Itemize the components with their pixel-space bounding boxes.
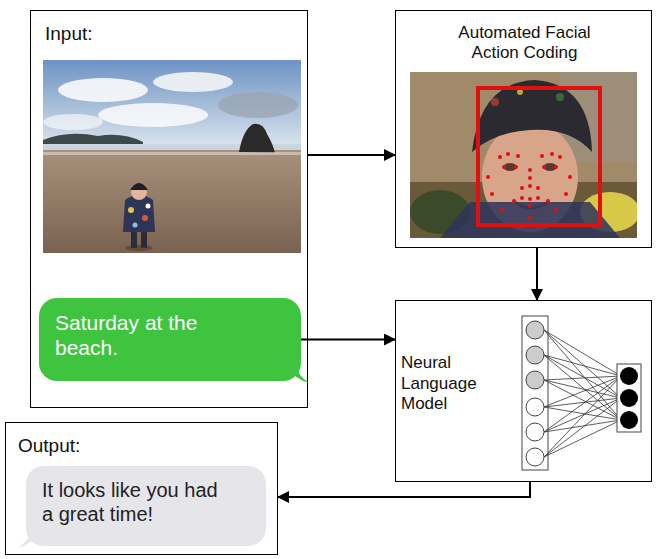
flow-arrow: [536, 248, 538, 300]
box-label: Input:: [45, 23, 93, 46]
reply-message-bubble: It looks like you had a great time!: [26, 466, 266, 546]
facial-coding-box: Automated Facial Action Coding: [395, 10, 652, 248]
sent-message-bubble: Saturday at the beach.: [39, 298, 301, 381]
message-text: Saturday at the beach.: [55, 310, 230, 360]
box-label: Automated Facial Action Coding: [442, 23, 607, 64]
box-label: Output:: [18, 435, 80, 458]
language-model-box: Neural Language Model: [395, 300, 652, 482]
flow-arrow: [301, 339, 395, 341]
output-panel: Output: It looks like you had a great tim…: [5, 422, 278, 555]
face-closeup: [410, 72, 637, 238]
flow-arrow: [278, 482, 530, 497]
message-text: It looks like you had a great time!: [42, 478, 222, 526]
bubble-tail: [287, 365, 309, 385]
box-label: Neural Language Model: [401, 353, 506, 414]
flow-arrow: [308, 154, 395, 156]
input-panel: Input: Saturday at the beach.: [30, 10, 308, 408]
beach-photo: [43, 60, 301, 253]
bubble-tail: [18, 530, 40, 550]
neural-network-figure: [515, 312, 647, 474]
